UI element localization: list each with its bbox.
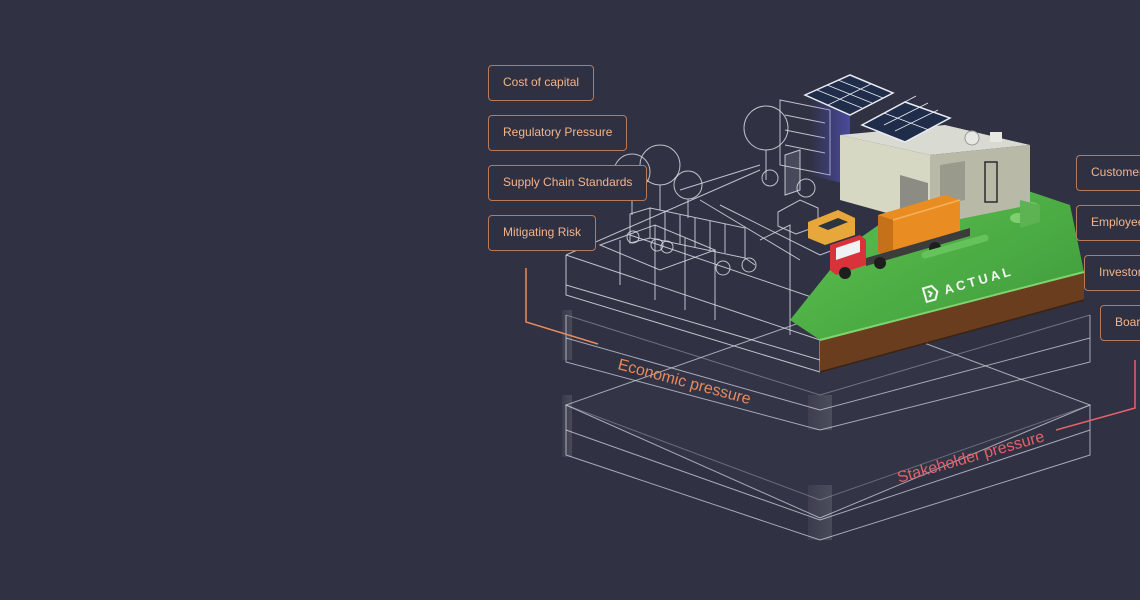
economic-connector-line (525, 268, 599, 345)
pipes-icon (921, 200, 1040, 259)
tag-supply-chain-standards: Supply Chain Standards (488, 165, 648, 201)
stakeholder-connector-line (1055, 360, 1136, 431)
tag-regulatory-pressure: Regulatory Pressure (488, 115, 628, 151)
tag-board: Board (1100, 305, 1140, 341)
van-icon (808, 210, 855, 245)
tag-customers: Customers (1076, 155, 1140, 191)
tag-mitigating-risk: Mitigating Risk (488, 215, 597, 251)
actual-logo-icon (921, 284, 939, 304)
truck-icon (830, 195, 970, 279)
solar-panel-icon (803, 74, 952, 143)
brand-logo: ACTUAL (920, 261, 1016, 304)
tag-investors: Investors (1084, 255, 1140, 291)
tag-employees: Employees (1076, 205, 1140, 241)
tag-cost-of-capital: Cost of capital (488, 65, 595, 101)
